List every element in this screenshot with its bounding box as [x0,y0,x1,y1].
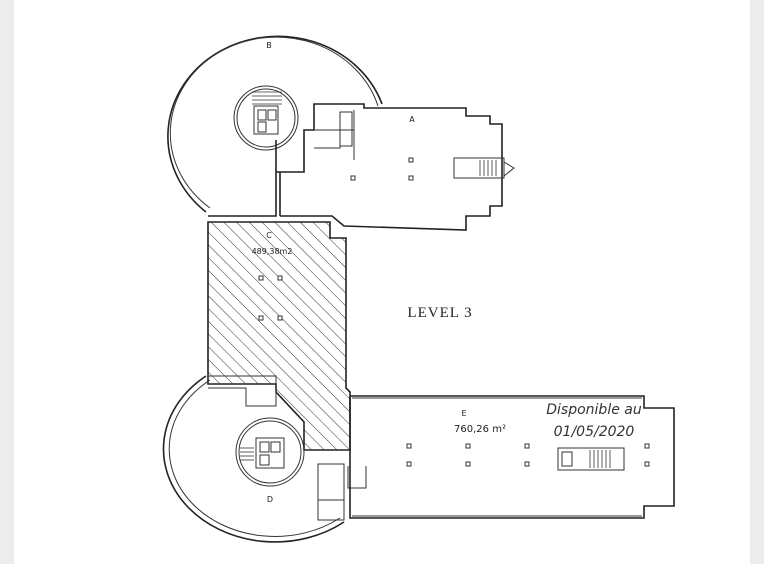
availability-note-line1: Disponible au [546,402,642,418]
unit-b-label: B [266,41,272,50]
unit-d-label: D [267,495,273,504]
floor-plan: C 489,38m2 [162,35,675,543]
level-title: LEVEL 3 [407,305,472,321]
rotunda-b [167,35,383,213]
unit-c-area: 489,38m2 [252,247,293,256]
unit-c: C 489,38m2 [207,221,351,451]
unit-a [208,103,515,231]
unit-e-area: 760,26 m² [454,424,506,435]
unit-c-label: C [266,231,272,240]
plan-sheet: C 489,38m2 [14,0,750,564]
availability-note-date: 01/05/2020 [554,424,635,440]
unit-a-label: A [409,115,415,124]
rotunda-d [162,375,367,543]
unit-e-label: E [461,409,466,418]
unit-e [349,395,675,519]
